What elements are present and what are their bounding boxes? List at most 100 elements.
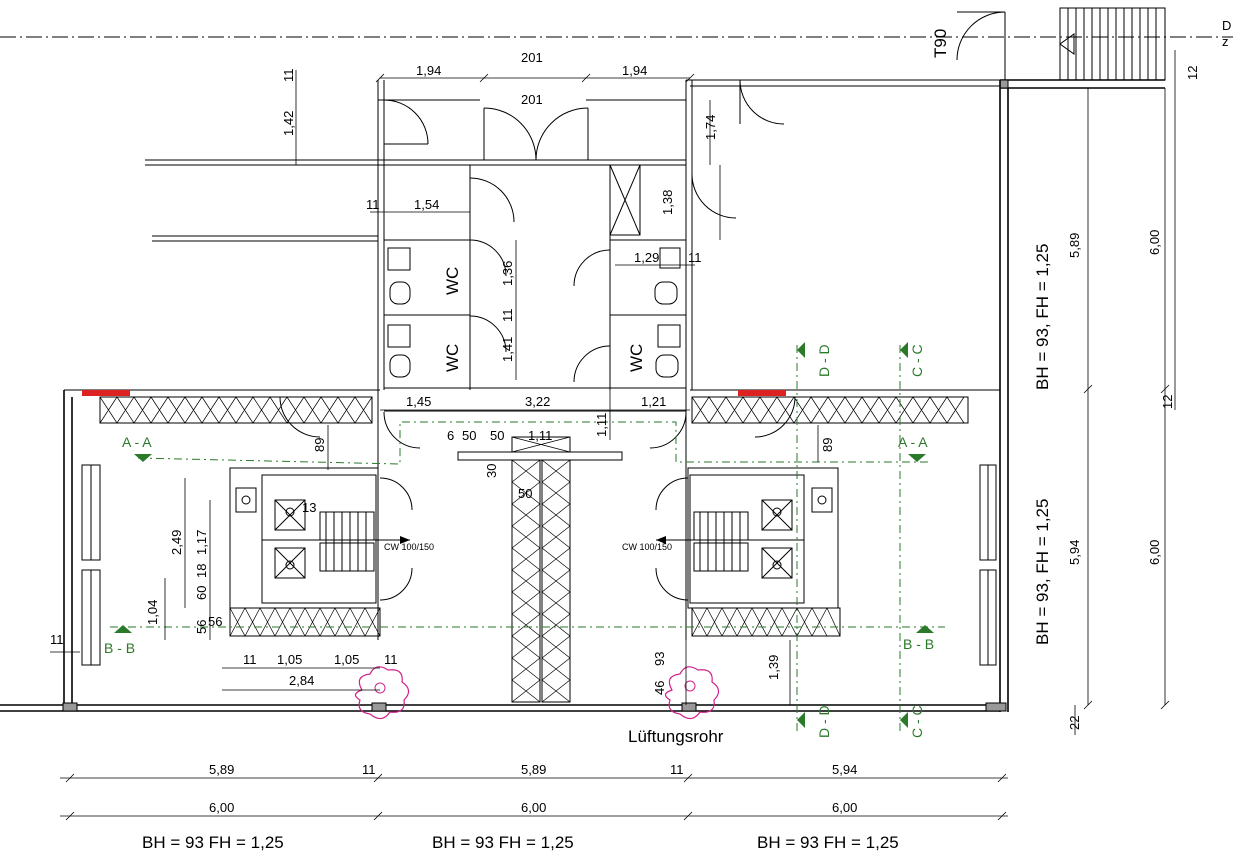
dim-text: 2,49 [169, 530, 184, 555]
dim-text: 93 [652, 652, 667, 666]
hatch-band-right-lower [691, 607, 841, 637]
t90-label: T90 [931, 29, 950, 58]
dim-text: 22 [1067, 716, 1082, 730]
bath-module-right [656, 467, 839, 609]
lueftungsrohr-label: Lüftungsrohr [628, 727, 724, 746]
dim-text: 50 [518, 486, 532, 501]
dim-text: 6,00 [1147, 230, 1162, 255]
doors [279, 79, 796, 601]
wc-label: WC [443, 344, 462, 372]
dim-text: 6,00 [1147, 540, 1162, 565]
dim-text: 5,89 [209, 762, 234, 777]
dim-text: 11 [500, 309, 515, 323]
cw-label: CW 100/150 [384, 542, 434, 552]
dim-text: 11 [670, 762, 684, 777]
dim-text: 6,00 [521, 800, 546, 815]
dim-text: 1,94 [622, 63, 647, 78]
dim-text: 1,11 [594, 413, 609, 437]
dim-text: 50 [490, 428, 504, 443]
bh-fh-vertical: BH = 93, FH = 1,25 [1033, 499, 1052, 645]
dim-text: 1,39 [766, 655, 781, 680]
dim-text: 1,05 [334, 652, 359, 667]
section-label-cc: C - C [909, 705, 925, 738]
section-label-cc: C - C [909, 344, 925, 377]
edge-label-d: D [1222, 18, 1231, 33]
dim-text: 89 [312, 438, 327, 452]
cw-label: CW 100/150 [622, 542, 672, 552]
wc-label: WC [627, 344, 646, 372]
hatch-band-left-lower [229, 607, 381, 637]
dim-text: 11 [243, 652, 257, 667]
stair [1059, 7, 1166, 81]
outer-walls [0, 79, 1165, 712]
dim-text: 11 [384, 652, 398, 667]
bh-fh-bottom: BH = 93 FH = 1,25 [757, 833, 899, 852]
dim-text: 201 [521, 50, 543, 65]
section-label-dd: D - D [816, 344, 832, 377]
dim-text: 60 [194, 586, 209, 600]
ventilation-pipe-right [664, 666, 720, 720]
section-label-bb: B - B [903, 636, 934, 652]
dim-text: 11 [281, 69, 296, 83]
section-lines [110, 342, 945, 735]
section-label-aa: A - A [898, 434, 928, 450]
dim-text: 50 [462, 428, 476, 443]
dim-text: 1,54 [414, 197, 439, 212]
dim-text: 56 [194, 620, 209, 634]
core-walls [145, 80, 693, 640]
ventilation-pipe-left [354, 666, 410, 720]
dimension-lines [50, 50, 1176, 821]
dim-text: 5,89 [1067, 233, 1082, 258]
dim-text: 5,94 [1067, 540, 1082, 565]
dim-text: 1,11 [528, 428, 552, 443]
dim-text: 89 [820, 438, 835, 452]
dim-text: 1,42 [281, 111, 296, 136]
dim-text: 5,94 [832, 762, 857, 777]
dim-text: 11 [362, 762, 376, 777]
dim-text: 6,00 [209, 800, 234, 815]
dim-text: 1,38 [660, 190, 675, 215]
dim-text: 12 [1185, 66, 1200, 80]
dim-text: 30 [484, 464, 499, 478]
edge-label-z: z [1222, 34, 1229, 49]
dim-text: 46 [652, 681, 667, 695]
dim-text: 11 [688, 250, 702, 265]
dim-text: 18 [194, 564, 209, 578]
dim-text: 1,41 [500, 337, 515, 362]
dim-text: 1,17 [194, 530, 209, 555]
dim-text: 6 [447, 428, 454, 443]
section-label-dd: D - D [816, 705, 832, 738]
hatch-band-left [82, 390, 373, 424]
dim-text: 1,94 [416, 63, 441, 78]
dim-text: 1,29 [634, 250, 659, 265]
section-label-bb: B - B [104, 640, 135, 656]
dim-text: 1,45 [406, 394, 431, 409]
dim-text: 11 [50, 632, 64, 647]
door-t90 [956, 11, 1006, 80]
dim-text: 1,05 [277, 652, 302, 667]
bh-fh-vertical: BH = 93, FH = 1,25 [1033, 244, 1052, 390]
dim-text: 1,21 [641, 394, 666, 409]
bath-module-left [229, 467, 410, 609]
windows [81, 464, 997, 666]
dim-text: 3,22 [525, 394, 550, 409]
hatch-band-right [691, 390, 969, 424]
dim-text: 201 [521, 92, 543, 107]
bh-fh-bottom: BH = 93 FH = 1,25 [142, 833, 284, 852]
dim-text: 1,36 [500, 261, 515, 286]
dim-text: 12 [1160, 395, 1175, 409]
dim-text: 5,89 [521, 762, 546, 777]
dim-text: 1,74 [703, 115, 718, 140]
shaft [457, 436, 623, 703]
dim-text: 56 [208, 614, 222, 629]
bh-fh-bottom: BH = 93 FH = 1,25 [432, 833, 574, 852]
dim-text: 2,84 [289, 673, 314, 688]
dim-text: 13 [302, 500, 316, 515]
wc-fixtures [387, 247, 681, 378]
dim-text: 1,04 [145, 600, 160, 625]
section-label-aa: A - A [122, 434, 152, 450]
dim-text: 11 [366, 197, 380, 212]
wc-label: WC [443, 267, 462, 295]
dim-text: 6,00 [832, 800, 857, 815]
